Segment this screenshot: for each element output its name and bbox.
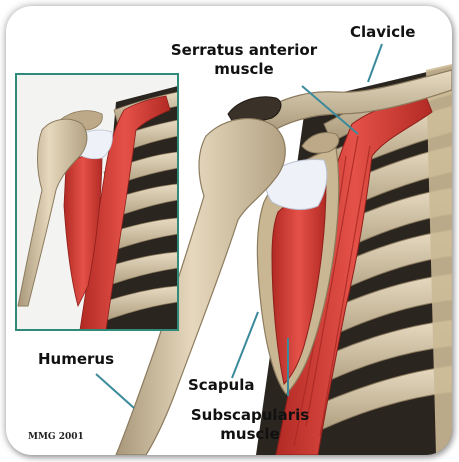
subscapularis-label-line2: muscle xyxy=(180,425,320,444)
scapula-label: Scapula xyxy=(188,376,255,395)
copyright-notice: MMG 2001 xyxy=(28,432,84,442)
diagram-card: Clavicle Serratus anterior muscle Humeru… xyxy=(6,6,452,455)
subscapularis-label-line1: Subscapularis xyxy=(180,406,320,425)
inset-view xyxy=(16,74,178,330)
serratus-anterior-label-line1: Serratus anterior xyxy=(150,41,338,60)
clavicle-leader xyxy=(368,44,382,82)
humerus-leader xyxy=(96,374,134,408)
scapula-leader xyxy=(232,312,258,378)
serratus-anterior-label: Serratus anterior muscle xyxy=(150,41,338,79)
humerus-label: Humerus xyxy=(38,350,114,369)
serratus-anterior-label-line2: muscle xyxy=(150,60,338,79)
clavicle-label: Clavicle xyxy=(350,23,415,42)
subscapularis-label: Subscapularis muscle xyxy=(180,406,320,444)
